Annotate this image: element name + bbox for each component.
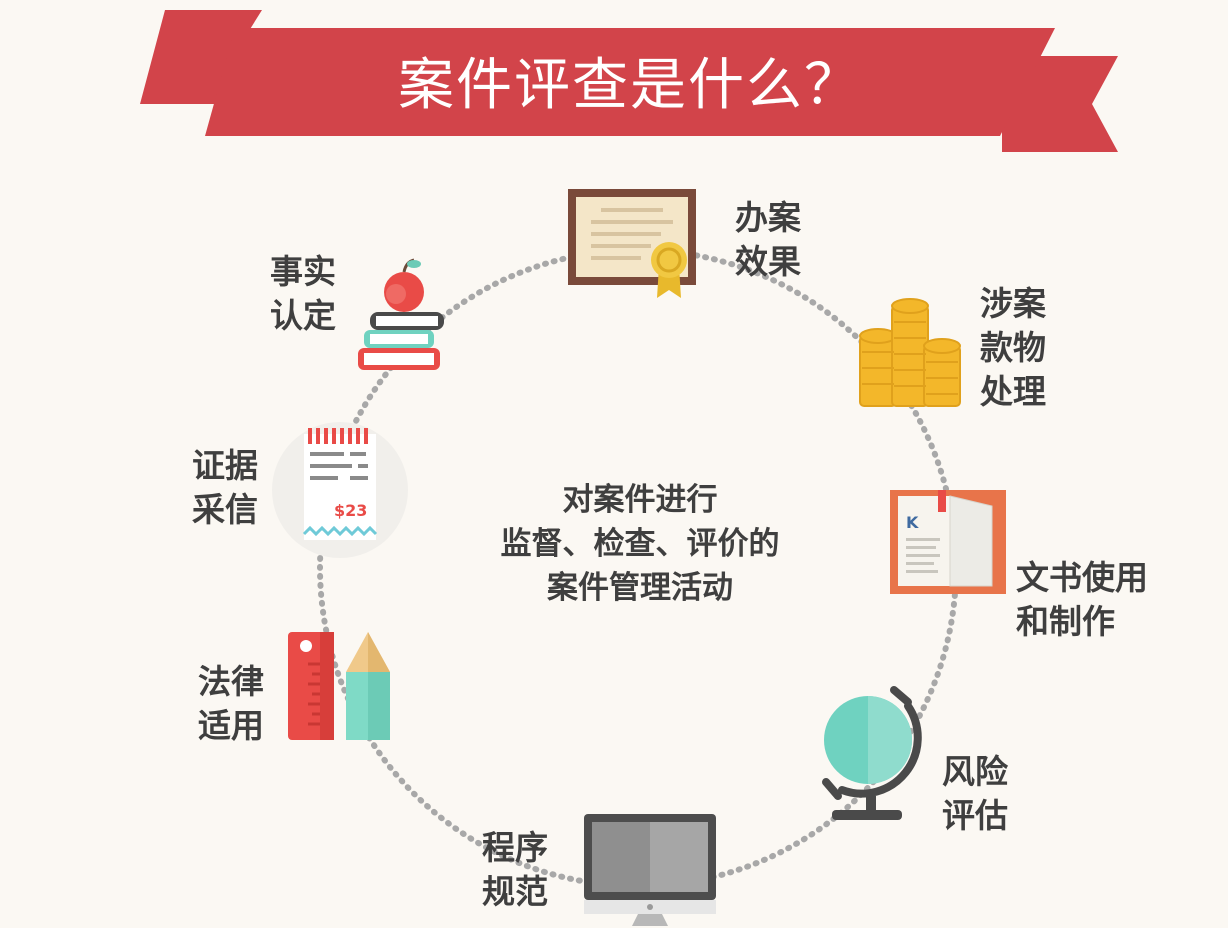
label-facts: 事实 认定 xyxy=(270,250,336,338)
ruler-pencil-icon xyxy=(288,632,390,740)
label-law-line-1: 法律 xyxy=(198,662,264,701)
label-law-line-2: 适用 xyxy=(198,706,264,745)
label-property: 涉案 款物 处理 xyxy=(980,282,1046,414)
title-banner xyxy=(140,10,1118,152)
label-procedure-line-2: 规范 xyxy=(482,872,548,911)
banner-right-tail xyxy=(1002,56,1118,152)
label-procedure: 程序 规范 xyxy=(482,826,548,914)
label-outcome-line-1: 办案 xyxy=(735,198,801,237)
center-line-1: 对案件进行 xyxy=(562,482,718,518)
certificate-icon xyxy=(568,189,696,298)
label-risk-line-1: 风险 xyxy=(942,752,1008,791)
receipt-icon: $23 xyxy=(272,422,408,558)
page-title: 案件评查是什么？ xyxy=(398,52,862,118)
label-evidence-line-1: 证据 xyxy=(192,446,258,485)
svg-text:K: K xyxy=(906,513,919,532)
label-facts-line-1: 事实 xyxy=(270,252,336,291)
open-book-icon: K xyxy=(890,490,1006,594)
label-risk: 风险 评估 xyxy=(942,750,1008,838)
monitor-icon xyxy=(584,814,716,926)
label-evidence: 证据 采信 xyxy=(192,444,258,532)
center-line-2: 监督、检查、评价的 xyxy=(500,526,780,562)
apple-books-icon xyxy=(358,258,444,370)
label-property-line-3: 处理 xyxy=(980,372,1046,411)
label-evidence-line-2: 采信 xyxy=(192,490,258,529)
label-property-line-2: 款物 xyxy=(980,328,1046,367)
label-risk-line-2: 评估 xyxy=(942,796,1008,835)
label-outcome: 办案 效果 xyxy=(735,196,801,284)
globe-icon xyxy=(822,686,922,820)
center-description: 对案件进行 监督、检查、评价的 案件管理活动 xyxy=(440,478,840,610)
label-documents-line-2: 和制作 xyxy=(1016,602,1115,641)
label-outcome-line-2: 效果 xyxy=(735,242,801,281)
label-documents: 文书使用 和制作 xyxy=(1016,556,1148,644)
center-line-3: 案件管理活动 xyxy=(547,570,733,606)
receipt-amount: $23 xyxy=(334,501,367,520)
label-documents-line-1: 文书使用 xyxy=(1016,558,1148,597)
banner-main xyxy=(205,28,1055,136)
label-facts-line-2: 认定 xyxy=(270,296,336,335)
label-law: 法律 适用 xyxy=(198,660,264,748)
label-procedure-line-1: 程序 xyxy=(482,828,548,867)
coin-stack-icon xyxy=(859,298,961,407)
label-property-line-1: 涉案 xyxy=(980,284,1046,323)
